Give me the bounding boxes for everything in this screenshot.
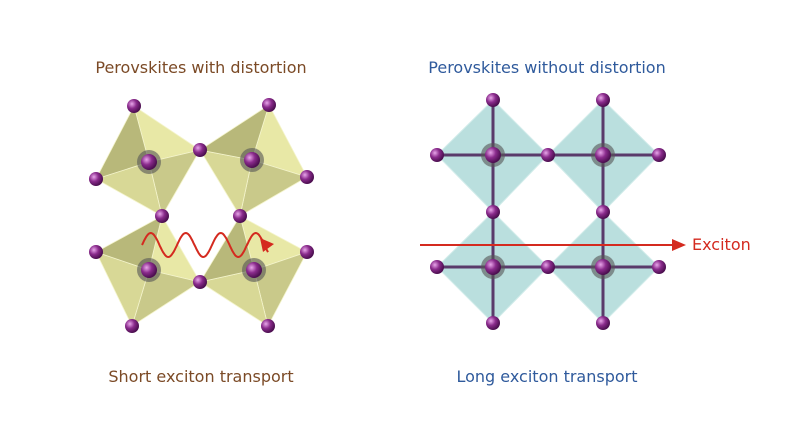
arrow-head-icon — [260, 238, 274, 252]
metal-atom — [244, 152, 260, 168]
left-caption: Short exciton transport — [108, 367, 294, 386]
octahedron-face — [198, 104, 270, 161]
halide-atom — [155, 209, 169, 223]
metal-atom — [595, 147, 611, 163]
halide-atom — [89, 172, 103, 186]
metal-atom — [485, 147, 501, 163]
halide-atom — [652, 260, 666, 274]
wavy-exciton-path — [141, 231, 269, 259]
exciton-label: Exciton — [692, 235, 751, 254]
octahedron-face — [95, 104, 150, 180]
halide-atom — [300, 170, 314, 184]
halide-atom — [541, 148, 555, 162]
halide-atom — [596, 93, 610, 107]
metal-atom — [595, 259, 611, 275]
halide-atom — [127, 99, 141, 113]
halide-atom — [596, 316, 610, 330]
halide-atom — [596, 205, 610, 219]
metal-atom — [246, 262, 262, 278]
right-caption: Long exciton transport — [456, 367, 638, 386]
left-title: Perovskites with distortion — [95, 58, 307, 77]
right-title: Perovskites without distortion — [428, 58, 666, 77]
halide-atom — [125, 319, 139, 333]
halide-atom — [193, 275, 207, 289]
halide-atom — [430, 260, 444, 274]
undistorted-lattice — [420, 93, 686, 330]
distorted-lattice — [89, 98, 314, 333]
metal-atom — [485, 259, 501, 275]
halide-atom — [233, 209, 247, 223]
halide-atom — [430, 148, 444, 162]
halide-atom — [89, 245, 103, 259]
halide-atom — [486, 93, 500, 107]
halide-atom — [193, 143, 207, 157]
halide-atom — [541, 260, 555, 274]
metal-atom — [141, 154, 157, 170]
halide-atom — [486, 205, 500, 219]
halide-atom — [261, 319, 275, 333]
arrow-head-icon — [672, 239, 686, 251]
octahedron-face — [95, 215, 163, 271]
halide-atom — [262, 98, 276, 112]
halide-atom — [300, 245, 314, 259]
halide-atom — [652, 148, 666, 162]
metal-atom — [141, 262, 157, 278]
halide-atom — [486, 316, 500, 330]
